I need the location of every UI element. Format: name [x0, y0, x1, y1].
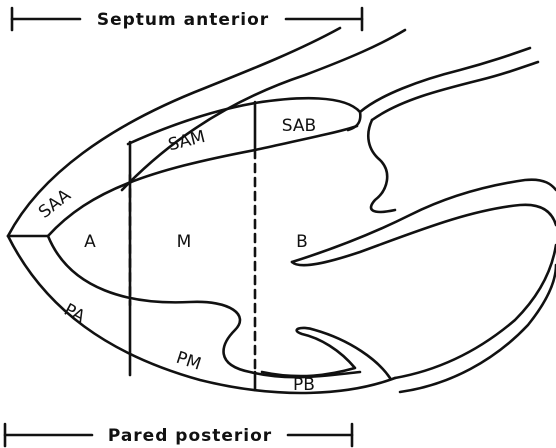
anterior-mitral-leaflet — [292, 180, 556, 262]
segment-label-sam: SAM — [166, 127, 207, 155]
posterior-inner-contour — [48, 236, 360, 377]
caption-pared-posterior: Pared posterior — [108, 426, 272, 446]
segment-label-a: A — [84, 232, 96, 252]
segment-label-sab: SAB — [282, 116, 316, 136]
segment-label-pm: PM — [174, 348, 204, 375]
posterior-leaflet — [262, 328, 390, 378]
atrial-septum-loop — [368, 120, 395, 212]
segment-label-b: B — [296, 232, 308, 252]
segment-label-pa: PA — [60, 300, 88, 328]
mitral-inner-curve — [292, 205, 556, 265]
caption-septum-anterior: Septum anterior — [97, 10, 269, 30]
segment-label-m: M — [177, 232, 192, 252]
left-atrium-wall-upper — [360, 48, 530, 112]
segment-label-pb: PB — [293, 375, 315, 395]
posterior-atrial-wall-inner — [400, 265, 556, 392]
posterior-atrial-wall — [395, 245, 556, 378]
